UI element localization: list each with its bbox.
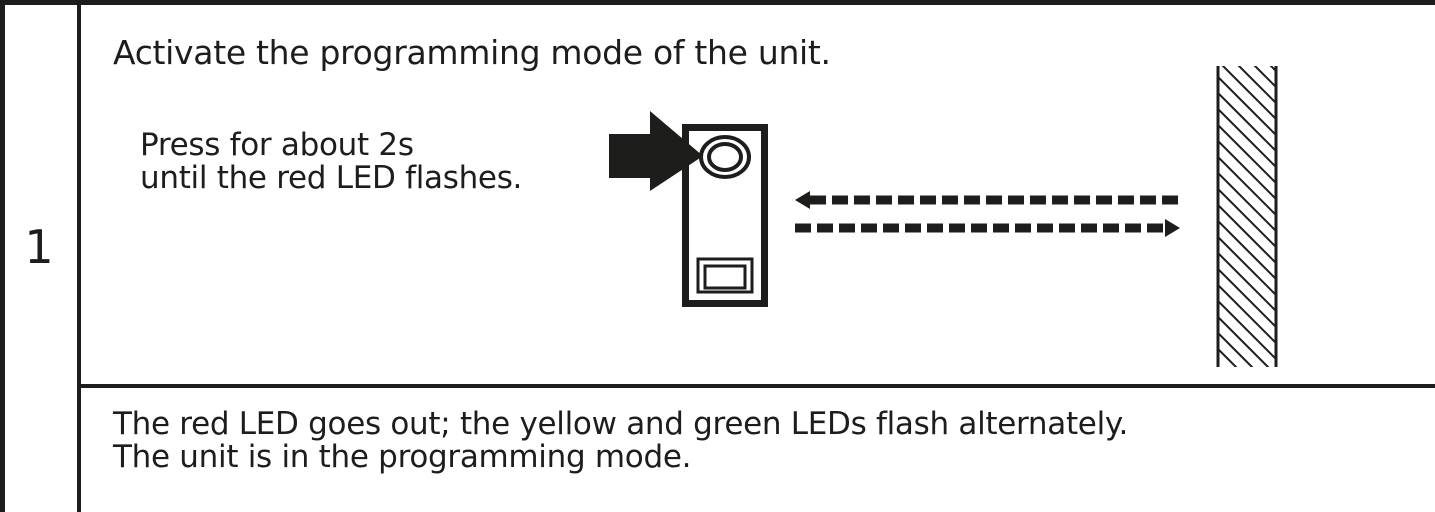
sensor-window-icon (696, 257, 754, 294)
step-result: The red LED goes out; the yellow and gre… (113, 408, 1128, 474)
left-border (0, 0, 5, 512)
press-hint-line-1: Press for about 2s (140, 127, 414, 163)
step-number: 1 (24, 220, 54, 274)
led-button-icon (699, 135, 751, 179)
return-arrow-icon (795, 191, 1182, 209)
emit-arrow-icon (795, 219, 1180, 237)
result-line-1: The red LED goes out; the yellow and gre… (113, 406, 1129, 442)
wall-reflector-icon (1216, 66, 1278, 367)
press-arrow-icon (609, 111, 703, 191)
row-divider (77, 384, 1435, 388)
sensor-unit-icon (682, 124, 768, 307)
top-border (0, 0, 1435, 5)
press-hint-line-2: until the red LED flashes. (140, 160, 523, 196)
result-line-2: The unit is in the programming mode. (113, 439, 692, 475)
column-divider (77, 0, 81, 512)
press-hint: Press for about 2s until the red LED fla… (140, 129, 522, 195)
step-instruction: Activate the programming mode of the uni… (113, 33, 831, 72)
